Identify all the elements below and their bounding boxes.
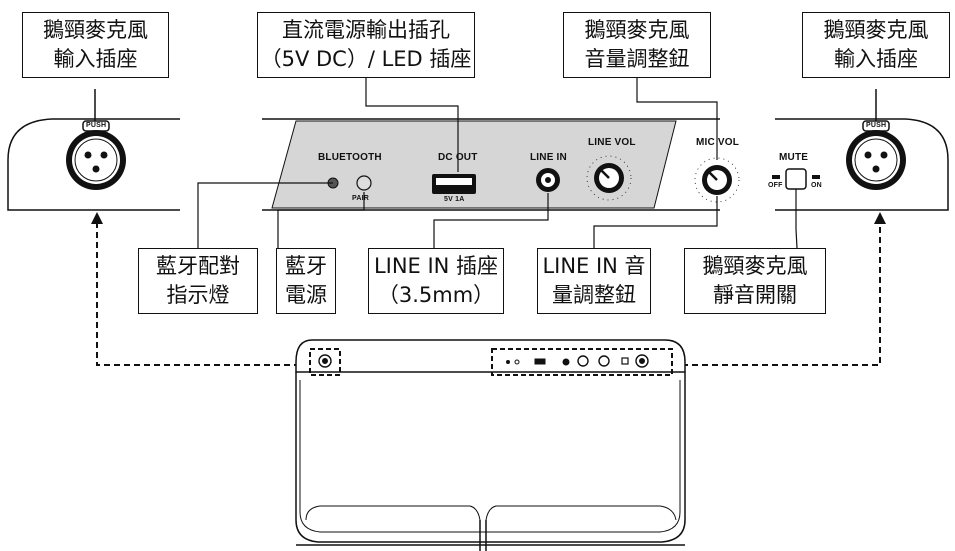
- callout-line-vol: LINE IN 音 量調整鈕: [537, 248, 651, 314]
- device-panel-miniature: [318, 354, 649, 368]
- line-vol-knob: [586, 155, 632, 201]
- dashed-connectors: [96, 222, 881, 366]
- off-label: OFF: [768, 182, 783, 189]
- on-label: ON: [811, 182, 822, 189]
- usb-dc-out-port: [432, 174, 476, 194]
- bluetooth-label: BLUETOOTH: [318, 152, 382, 163]
- mute-label: MUTE: [779, 152, 809, 163]
- line-in-label: LINE IN: [530, 152, 567, 163]
- callout-bluetooth-power: 藍牙 電源: [276, 248, 336, 314]
- callout-bluetooth-indicator: 藍牙配對 指示燈: [138, 248, 258, 314]
- dc-spec-label: 5V 1A: [444, 196, 465, 203]
- leader-lines: [197, 78, 798, 249]
- mic-vol-label: MIC VOL: [696, 137, 740, 148]
- callout-line-in-jack: LINE IN 插座 （3.5mm）: [368, 248, 504, 314]
- arrow-up-right: [874, 212, 886, 224]
- dc-out-label: DC OUT: [438, 152, 478, 163]
- control-panel-face: [271, 120, 677, 209]
- left-housing-outline: [7, 118, 180, 211]
- push-label-left: PUSH: [86, 122, 107, 129]
- callout-left-xlr-input: 鵝頸麥克風 輸入插座: [22, 12, 169, 78]
- line-in-jack: [536, 168, 560, 192]
- right-housing-outline: [775, 118, 949, 211]
- device-body: [295, 339, 686, 551]
- device-left-connector-highlight: [309, 348, 341, 376]
- arrow-up-left: [91, 212, 103, 224]
- callout-right-xlr-input: 鵝頸麥克風 輸入插座: [802, 12, 950, 78]
- push-label-right: PUSH: [866, 122, 887, 129]
- mic-vol-knob: [694, 157, 740, 203]
- pair-button: [356, 175, 372, 191]
- left-xlr-connector: [66, 89, 126, 190]
- callout-mute-switch: 鵝頸麥克風 靜音開關: [684, 248, 826, 314]
- line-vol-label: LINE VOL: [588, 137, 636, 148]
- callout-mic-vol: 鵝頸麥克風 音量調整鈕: [563, 12, 711, 78]
- device-right-panel-highlight: [491, 348, 673, 376]
- callout-dc-out: 直流電源輸出插孔 （5V DC）/ LED 插座: [257, 12, 475, 78]
- pair-label: PAIR: [352, 195, 370, 202]
- right-xlr-connector: [846, 89, 906, 190]
